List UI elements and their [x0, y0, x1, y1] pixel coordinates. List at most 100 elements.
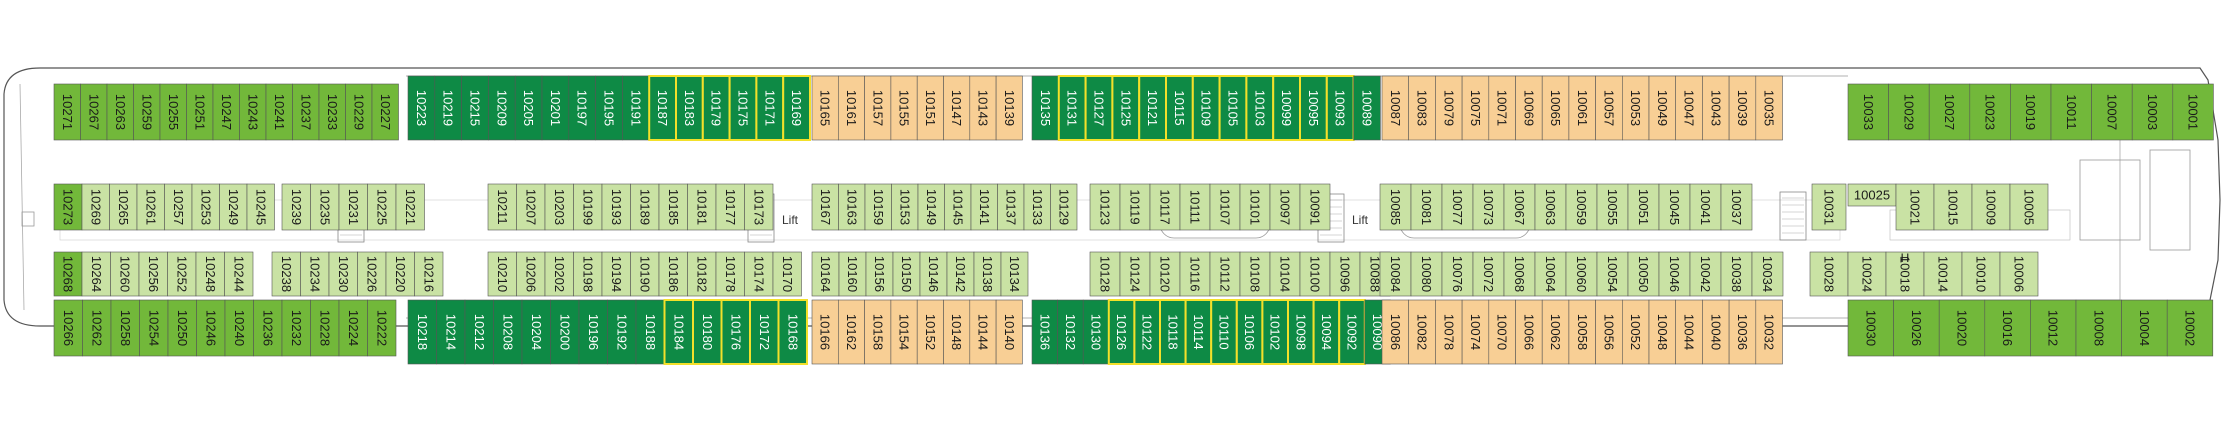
cabin-10244[interactable]: 10244	[224, 251, 254, 297]
cabin-10263[interactable]: 10263	[106, 83, 134, 141]
cabin-10016[interactable]: 10016	[1984, 299, 2031, 357]
cabin-10050[interactable]: 10050	[1627, 251, 1660, 297]
cabin-10149[interactable]: 10149	[917, 183, 945, 231]
cabin-10060[interactable]: 10060	[1565, 251, 1598, 297]
cabin-10047[interactable]: 10047	[1675, 75, 1703, 141]
cabin-10008[interactable]: 10008	[2075, 299, 2122, 357]
cabin-10004[interactable]: 10004	[2121, 299, 2168, 357]
cabin-10138[interactable]: 10138	[973, 251, 1002, 297]
cabin-10137[interactable]: 10137	[997, 183, 1025, 231]
cabin-10114[interactable]: 10114	[1184, 299, 1213, 365]
cabin-10059[interactable]: 10059	[1565, 183, 1598, 231]
cabin-10073[interactable]: 10073	[1472, 183, 1505, 231]
cabin-10015[interactable]: 10015	[1933, 183, 1973, 231]
cabin-10196[interactable]: 10196	[578, 299, 608, 365]
cabin-10085[interactable]: 10085	[1379, 183, 1412, 231]
cabin-10222[interactable]: 10222	[367, 299, 397, 357]
cabin-10062[interactable]: 10062	[1541, 299, 1570, 365]
cabin-10231[interactable]: 10231	[338, 183, 368, 231]
cabin-10058[interactable]: 10058	[1568, 299, 1596, 365]
cabin-10070[interactable]: 10070	[1488, 299, 1516, 365]
cabin-10134[interactable]: 10134	[1000, 251, 1029, 297]
cabin-10201[interactable]: 10201	[541, 75, 570, 141]
cabin-10084[interactable]: 10084	[1379, 251, 1412, 297]
cabin-10229[interactable]: 10229	[345, 83, 373, 141]
cabin-10023[interactable]: 10023	[1969, 83, 2011, 141]
cabin-10093[interactable]: 10093	[1325, 75, 1355, 141]
cabin-10158[interactable]: 10158	[864, 299, 892, 365]
cabin-10091[interactable]: 10091	[1299, 183, 1331, 231]
cabin-10241[interactable]: 10241	[265, 83, 293, 141]
cabin-10035[interactable]: 10035	[1755, 75, 1783, 141]
cabin-10019[interactable]: 10019	[2010, 83, 2052, 141]
cabin-10140[interactable]: 10140	[995, 299, 1023, 365]
cabin-10081[interactable]: 10081	[1410, 183, 1443, 231]
cabin-10139[interactable]: 10139	[995, 75, 1023, 141]
cabin-10066[interactable]: 10066	[1515, 299, 1543, 365]
cabin-10155[interactable]: 10155	[890, 75, 918, 141]
cabin-10147[interactable]: 10147	[943, 75, 971, 141]
cabin-10186[interactable]: 10186	[658, 251, 688, 297]
cabin-10157[interactable]: 10157	[864, 75, 892, 141]
cabin-10061[interactable]: 10061	[1568, 75, 1596, 141]
cabin-10166[interactable]: 10166	[811, 299, 839, 365]
cabin-10246[interactable]: 10246	[196, 299, 226, 357]
cabin-10160[interactable]: 10160	[838, 251, 867, 297]
cabin-10190[interactable]: 10190	[630, 251, 660, 297]
cabin-10257[interactable]: 10257	[164, 183, 193, 231]
cabin-10256[interactable]: 10256	[138, 251, 168, 297]
cabin-10168[interactable]: 10168	[777, 299, 808, 365]
cabin-10250[interactable]: 10250	[167, 299, 197, 357]
cabin-10098[interactable]: 10098	[1287, 299, 1315, 365]
cabin-10083[interactable]: 10083	[1408, 75, 1436, 141]
cabin-10182[interactable]: 10182	[687, 251, 717, 297]
cabin-10115[interactable]: 10115	[1165, 75, 1194, 141]
cabin-10203[interactable]: 10203	[544, 183, 574, 231]
cabin-10011[interactable]: 10011	[2050, 83, 2092, 141]
cabin-10195[interactable]: 10195	[595, 75, 623, 141]
cabin-10117[interactable]: 10117	[1149, 183, 1181, 231]
cabin-10108[interactable]: 10108	[1239, 251, 1271, 297]
cabin-10036[interactable]: 10036	[1728, 299, 1757, 365]
cabin-10052[interactable]: 10052	[1622, 299, 1650, 365]
cabin-10206[interactable]: 10206	[516, 251, 546, 297]
cabin-10020[interactable]: 10020	[1938, 299, 1986, 357]
cabin-10069[interactable]: 10069	[1515, 75, 1543, 141]
cabin-10184[interactable]: 10184	[663, 299, 694, 365]
cabin-10192[interactable]: 10192	[607, 299, 637, 365]
cabin-10007[interactable]: 10007	[2091, 83, 2133, 141]
cabin-10251[interactable]: 10251	[186, 83, 214, 141]
cabin-10034[interactable]: 10034	[1751, 251, 1784, 297]
cabin-10198[interactable]: 10198	[573, 251, 603, 297]
cabin-10028[interactable]: 10028	[1809, 251, 1849, 297]
cabin-10026[interactable]: 10026	[1893, 299, 1940, 357]
cabin-10230[interactable]: 10230	[328, 251, 358, 297]
cabin-10106[interactable]: 10106	[1235, 299, 1264, 365]
cabin-10236[interactable]: 10236	[253, 299, 283, 357]
cabin-10258[interactable]: 10258	[110, 299, 140, 357]
cabin-10254[interactable]: 10254	[139, 299, 169, 357]
cabin-10212[interactable]: 10212	[464, 299, 494, 365]
cabin-10054[interactable]: 10054	[1596, 251, 1629, 297]
cabin-10095[interactable]: 10095	[1299, 75, 1328, 141]
cabin-10076[interactable]: 10076	[1441, 251, 1474, 297]
cabin-10154[interactable]: 10154	[890, 299, 918, 365]
cabin-10165[interactable]: 10165	[811, 75, 839, 141]
cabin-10112[interactable]: 10112	[1209, 251, 1241, 297]
cabin-10178[interactable]: 10178	[715, 251, 745, 297]
cabin-10225[interactable]: 10225	[367, 183, 397, 231]
cabin-10040[interactable]: 10040	[1702, 299, 1730, 365]
cabin-10127[interactable]: 10127	[1084, 75, 1114, 141]
cabin-10123[interactable]: 10123	[1089, 183, 1121, 231]
cabin-10159[interactable]: 10159	[864, 183, 892, 231]
cabin-10094[interactable]: 10094	[1312, 299, 1341, 365]
cabin-10145[interactable]: 10145	[944, 183, 972, 231]
cabin-10177[interactable]: 10177	[715, 183, 745, 231]
cabin-10179[interactable]: 10179	[701, 75, 731, 141]
cabin-10214[interactable]: 10214	[436, 299, 466, 365]
cabin-10107[interactable]: 10107	[1209, 183, 1241, 231]
cabin-10068[interactable]: 10068	[1503, 251, 1536, 297]
cabin-10096[interactable]: 10096	[1329, 251, 1361, 297]
cabin-10169[interactable]: 10169	[782, 75, 812, 141]
cabin-10226[interactable]: 10226	[357, 251, 387, 297]
